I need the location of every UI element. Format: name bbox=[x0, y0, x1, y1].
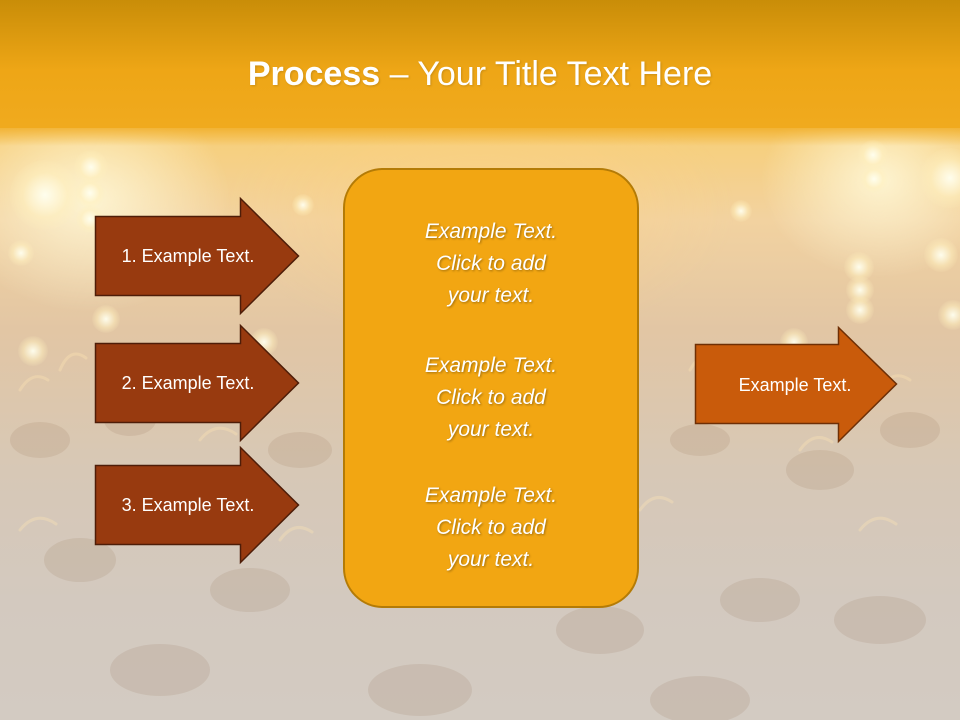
input-arrow-1[interactable]: 1. Example Text. bbox=[94, 196, 301, 316]
arrow-shape bbox=[694, 325, 898, 444]
arrow-label: 1. Example Text. bbox=[121, 245, 255, 266]
title-bold-text: Process bbox=[247, 55, 381, 93]
title-band bbox=[0, 0, 960, 146]
arrow-shape bbox=[94, 445, 300, 565]
center-box[interactable]: Example Text. Click to add your text. Ex… bbox=[343, 168, 639, 608]
slide-title[interactable]: Process – Your Title Text Here bbox=[0, 52, 960, 96]
center-text-line: Click to add bbox=[436, 386, 546, 409]
center-text-line: your text. bbox=[447, 418, 535, 441]
arrow-label: 2. Example Text. bbox=[121, 372, 255, 393]
center-text-line: Example Text. bbox=[424, 354, 558, 377]
center-text-block-1[interactable]: Example Text. Click to add your text. bbox=[345, 216, 637, 312]
title-rest-text: – Your Title Text Here bbox=[380, 55, 713, 93]
center-text-line: Click to add bbox=[436, 516, 546, 539]
stage-light bbox=[292, 194, 314, 216]
center-text-block-3[interactable]: Example Text. Click to add your text. bbox=[345, 480, 637, 576]
stage-light bbox=[924, 238, 958, 272]
arrow-shape bbox=[94, 196, 300, 316]
center-text-line: Example Text. bbox=[424, 484, 558, 507]
arrow-label: Example Text. bbox=[738, 374, 852, 395]
output-arrow[interactable]: Example Text. bbox=[694, 325, 901, 444]
center-text-block-2[interactable]: Example Text. Click to add your text. bbox=[345, 350, 637, 446]
stage-light bbox=[938, 300, 960, 330]
stage-light bbox=[846, 296, 874, 324]
input-arrow-2[interactable]: 2. Example Text. bbox=[94, 323, 301, 443]
center-text-line: Click to add bbox=[436, 252, 546, 275]
stage-light bbox=[75, 178, 105, 208]
stage-light bbox=[18, 336, 48, 366]
arrow-label: 3. Example Text. bbox=[121, 494, 255, 515]
center-text-line: Example Text. bbox=[424, 220, 558, 243]
stage-light bbox=[730, 200, 752, 222]
center-text-line: your text. bbox=[447, 284, 535, 307]
center-text-line: your text. bbox=[447, 548, 535, 571]
stage-light bbox=[860, 165, 888, 193]
stage-light bbox=[10, 160, 80, 230]
input-arrow-3[interactable]: 3. Example Text. bbox=[94, 445, 301, 565]
stage-light bbox=[8, 240, 34, 266]
arrow-shape bbox=[94, 323, 300, 443]
stage-light bbox=[920, 148, 960, 208]
stage-light bbox=[92, 305, 120, 333]
